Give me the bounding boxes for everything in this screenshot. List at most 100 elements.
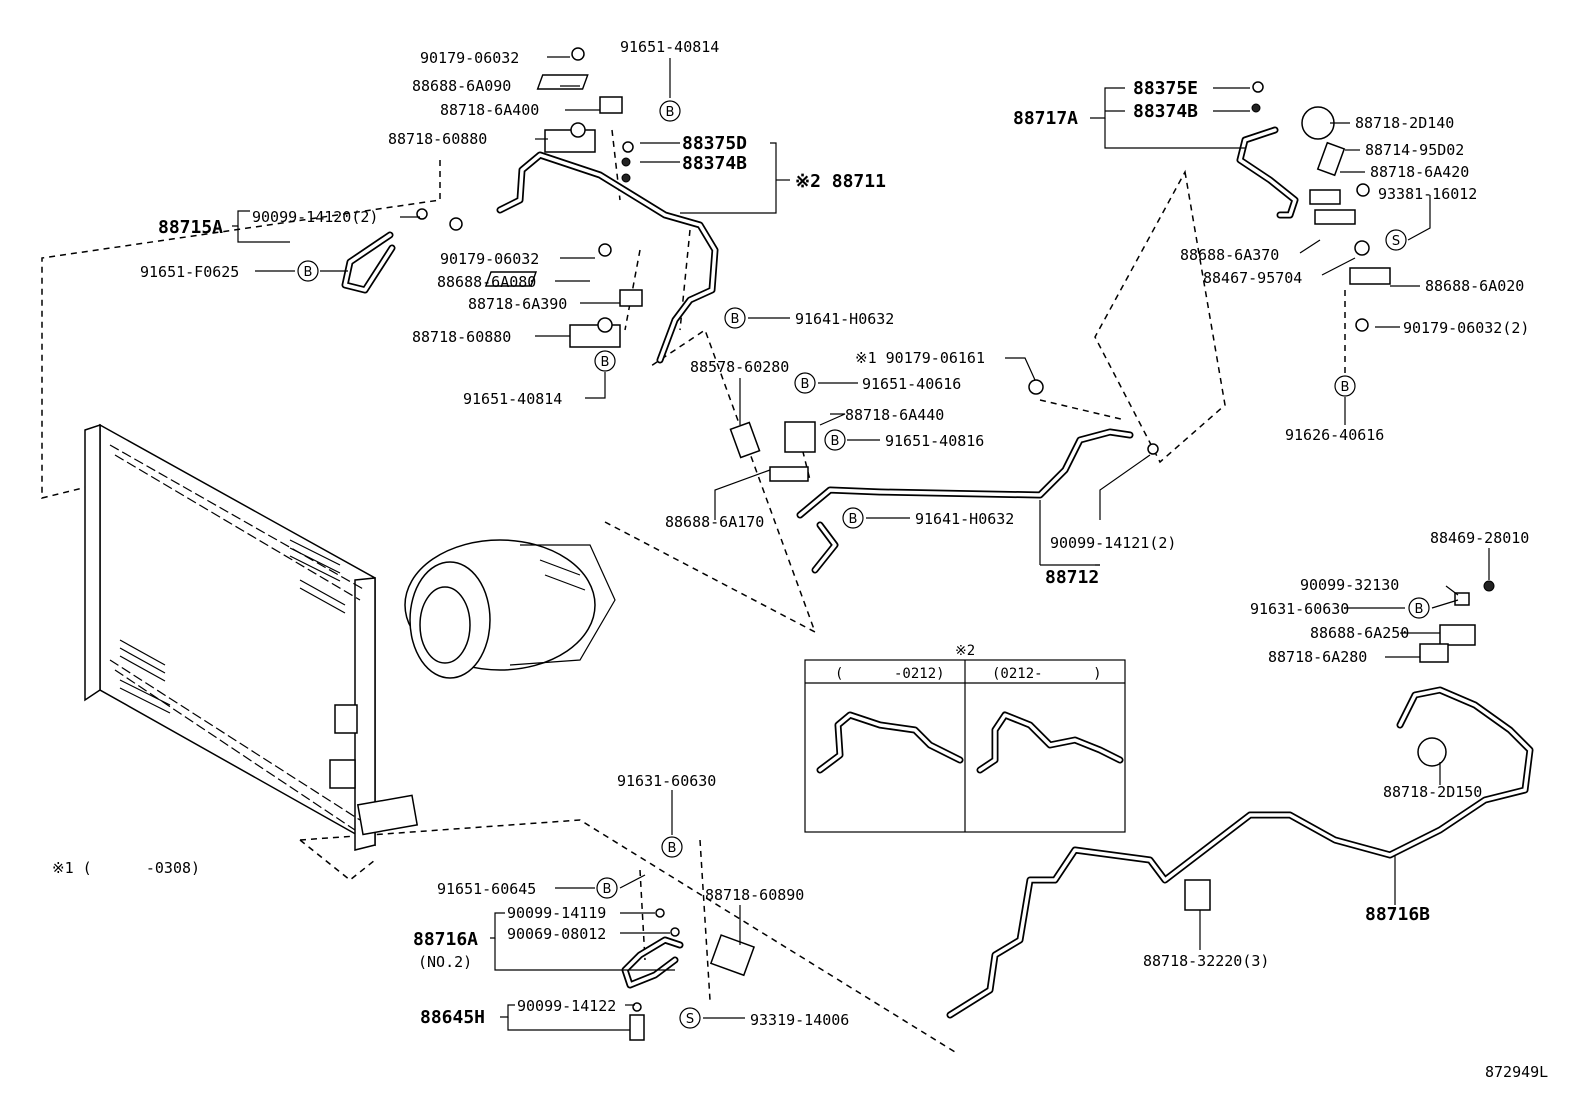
- condenser-fins: [119, 539, 346, 714]
- bolt-icon: [597, 317, 613, 333]
- part-label: 88718-60890: [705, 886, 804, 904]
- part-label: 90099-32130: [1300, 576, 1399, 594]
- marker-b-text: B: [601, 355, 610, 370]
- marker-b: B: [594, 350, 616, 372]
- part-label: 91641-H0632: [915, 510, 1014, 528]
- sleeve-icon: [729, 421, 761, 459]
- bracket-icon: [769, 466, 809, 482]
- cap-icon: [1417, 737, 1447, 767]
- bolt-icon: [570, 122, 586, 138]
- part-label: 88578-60280: [690, 358, 789, 376]
- part-label: 90179-06032: [420, 49, 519, 67]
- part-label: 88716B: [1365, 904, 1430, 925]
- marker-b-text: B: [801, 377, 810, 392]
- part-label: 91631-60630: [1250, 600, 1349, 618]
- bracket-icon: [1314, 209, 1356, 225]
- small-parts: [416, 47, 1495, 1041]
- compressor: [404, 539, 616, 679]
- switch-icon: [709, 934, 756, 977]
- marker-b: B: [1408, 597, 1430, 619]
- nut-icon: [571, 47, 585, 61]
- nut-icon: [1355, 318, 1369, 332]
- marker-b-text: B: [666, 105, 675, 120]
- marker-b: B: [794, 372, 816, 394]
- part-label: 88688-6A090: [412, 77, 511, 95]
- marker-s-text: S: [686, 1012, 694, 1027]
- diagram-ref-code: 872949L: [1485, 1063, 1548, 1081]
- part-label: 88712: [1045, 567, 1099, 588]
- bracket-icon: [484, 271, 538, 287]
- reference-markers: B B B B B B B S B B B B S: [297, 100, 1430, 1029]
- valve-core-icon: [1483, 580, 1495, 592]
- clamp-icon: [1184, 879, 1211, 911]
- oring-icon: [670, 927, 680, 937]
- inset-right-label: (0212- ): [992, 666, 1102, 682]
- valve-icon: [629, 1014, 645, 1041]
- part-label: 90099-14120(2): [252, 208, 378, 226]
- part-label: 91631-60630: [617, 772, 716, 790]
- part-label: 90069-08012: [507, 925, 606, 943]
- part-label: 88645H: [420, 1007, 485, 1028]
- inset-box: [804, 659, 1126, 833]
- part-label: 88718-6A420: [1370, 163, 1469, 181]
- oring-icon: [621, 173, 631, 183]
- bolt-icon: [1356, 183, 1370, 197]
- dashed-guide-lines: [41, 129, 1346, 1053]
- part-label: 88718-2D140: [1355, 114, 1454, 132]
- marker-b: B: [659, 100, 681, 122]
- oring-icon: [632, 1002, 642, 1012]
- cap-icon: [1454, 592, 1470, 606]
- oring-icon: [1147, 443, 1159, 455]
- part-label: 88714-95D02: [1365, 141, 1464, 159]
- marker-b-text: B: [304, 265, 313, 280]
- part-label: 90099-14119: [507, 904, 606, 922]
- part-label: 93381-16012: [1378, 185, 1477, 203]
- part-label: 88718-6A440: [845, 406, 944, 424]
- part-label: 88688-6A170: [665, 513, 764, 531]
- part-label: 88715A: [158, 217, 223, 238]
- oring-icon: [1252, 81, 1264, 93]
- oring-icon: [622, 141, 634, 153]
- part-label: 88469-28010: [1430, 529, 1529, 547]
- part-label: 90099-14122: [517, 997, 616, 1015]
- marker-b-text: B: [1415, 602, 1424, 617]
- clamp-icon: [1309, 189, 1341, 205]
- part-label: 91651-40814: [620, 38, 719, 56]
- part-label: ※2 88711: [795, 171, 886, 192]
- part-label: 90099-14121(2): [1050, 534, 1176, 552]
- clamp-icon: [784, 421, 816, 453]
- marker-s: S: [679, 1007, 701, 1029]
- part-label: 88718-2D150: [1383, 783, 1482, 801]
- part-label: 88716A: [413, 929, 478, 950]
- marker-b-text: B: [849, 512, 858, 527]
- part-label: 91651-F0625: [140, 263, 239, 281]
- marker-b: B: [297, 260, 319, 282]
- oring-icon: [1251, 103, 1261, 113]
- marker-b: B: [596, 877, 618, 899]
- marker-b: B: [724, 307, 746, 329]
- marker-b: B: [661, 836, 683, 858]
- part-label: 88717A: [1013, 108, 1078, 129]
- clamp-icon: [599, 96, 623, 114]
- oring-icon: [449, 217, 463, 231]
- part-label: 91651-60645: [437, 880, 536, 898]
- part-label: 88688-6A080: [437, 273, 536, 291]
- part-label: 88688-6A020: [1425, 277, 1524, 295]
- marker-b: B: [1334, 375, 1356, 397]
- part-label: 91651-40816: [885, 432, 984, 450]
- inset-left-label: ( -0212): [835, 666, 945, 682]
- part-labels: 90179-06032 91651-40814 88688-6A090 8871…: [52, 38, 1548, 1081]
- leader-lines: [232, 56, 1490, 1031]
- condenser: [84, 423, 419, 851]
- part-label: 88374B: [682, 153, 747, 174]
- marker-b-text: B: [731, 312, 740, 327]
- part-label: (NO.2): [418, 953, 472, 971]
- nut-icon: [1028, 379, 1044, 395]
- marker-s-text: S: [1392, 234, 1400, 249]
- valve-icon: [1316, 141, 1346, 177]
- part-label: 88688-6A250: [1310, 624, 1409, 642]
- part-label: 88718-32220(3): [1143, 952, 1269, 970]
- marker-s: S: [1385, 229, 1407, 251]
- cap-icon: [1301, 106, 1335, 140]
- marker-b-text: B: [668, 841, 677, 856]
